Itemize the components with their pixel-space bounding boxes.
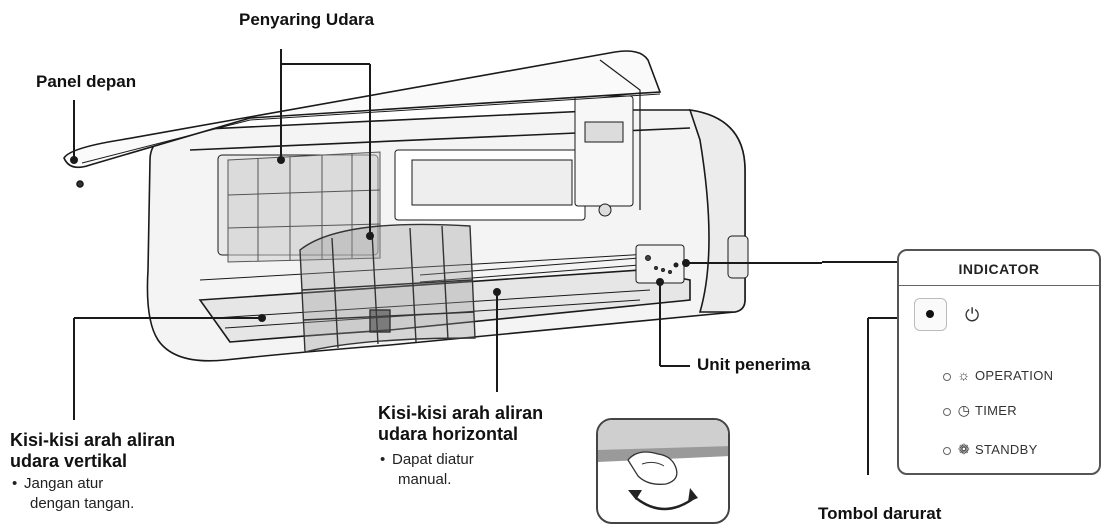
sun-icon: ☼ — [957, 367, 971, 383]
callout-lines — [70, 49, 934, 475]
indicator-panel: INDICATOR ⏻ ☼ OPERATION ◷ TIMER ❁ STANDBY — [897, 249, 1101, 475]
led-icon — [943, 407, 951, 416]
horizontal-louver-note-line1: Dapat diatur — [392, 451, 474, 468]
indicator-row-operation: ☼ OPERATION — [943, 367, 1053, 383]
vertical-louver-note-line2: dengan tangan. — [30, 495, 135, 512]
indicator-label-operation: OPERATION — [975, 368, 1054, 383]
indicator-label-timer: TIMER — [975, 403, 1017, 418]
horizontal-louver-note: • Dapat diatur manual. — [380, 450, 474, 490]
vertical-louver-note-line1: Jangan atur — [24, 475, 104, 492]
clock-icon: ◷ — [957, 402, 971, 418]
bullet: • — [12, 475, 18, 492]
horizontal-louver-title-line2: udara horizontal — [378, 424, 519, 444]
filter-front — [299, 223, 476, 353]
standby-icon: ❁ — [957, 441, 971, 457]
manual-adjust-illustration — [596, 418, 730, 524]
indicator-title: INDICATOR — [958, 261, 1040, 277]
label-filter: Penyaring Udara — [239, 10, 375, 29]
vertical-louver-title: Kisi-kisi arah aliran udara vertikal — [10, 430, 175, 472]
filter-upper — [227, 151, 381, 263]
horizontal-louver-note-line2: manual. — [398, 471, 452, 488]
horizontal-louver-title-line1: Kisi-kisi arah aliran — [378, 403, 544, 423]
emergency-button[interactable] — [914, 298, 947, 331]
indicator-row-timer: ◷ TIMER — [943, 402, 1017, 419]
indicator-divider — [899, 285, 1099, 286]
hand-louver-icon — [598, 420, 728, 511]
indicator-row-standby: ❁ STANDBY — [943, 441, 1038, 458]
front-panel — [63, 50, 662, 210]
power-icon: ⏻ — [965, 305, 980, 325]
label-receiver: Unit penerima — [697, 355, 811, 374]
vertical-louver-title-line2: udara vertikal — [10, 451, 128, 471]
label-front-panel: Panel depan — [36, 72, 137, 91]
emergency-button-dot — [926, 310, 934, 318]
indicator-label-standby: STANDBY — [975, 442, 1038, 457]
label-emergency-button: Tombol darurat — [818, 504, 942, 523]
led-icon — [943, 446, 951, 455]
vertical-louver-note: • Jangan atur dengan tangan. — [12, 474, 134, 514]
led-icon — [943, 372, 951, 381]
horizontal-louver-title: Kisi-kisi arah aliran udara horizontal — [378, 403, 543, 445]
bullet: • — [380, 451, 386, 468]
vertical-louver-title-line1: Kisi-kisi arah aliran — [10, 430, 176, 450]
